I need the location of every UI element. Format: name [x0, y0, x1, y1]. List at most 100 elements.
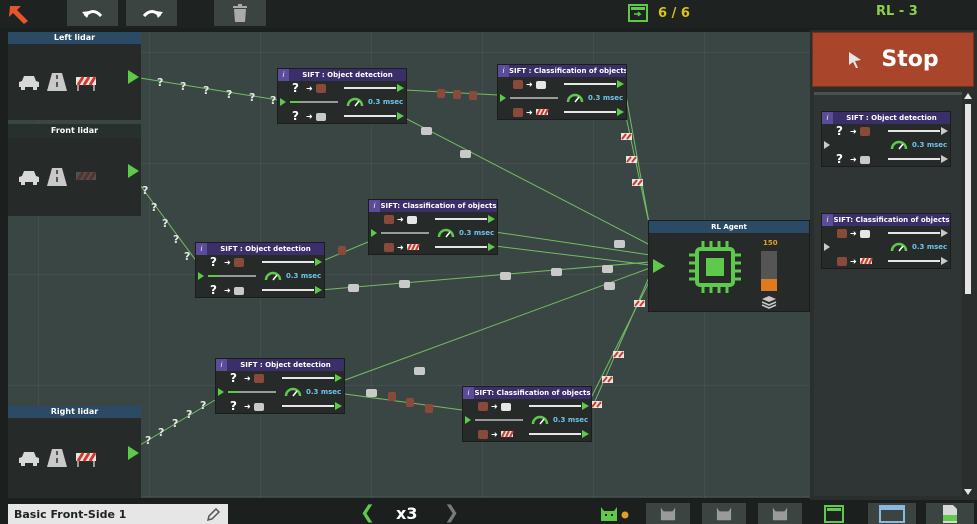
- output-port[interactable]: [128, 70, 139, 84]
- speed-gauge-icon: [264, 271, 282, 281]
- arrow-icon: ➜: [491, 429, 498, 439]
- info-button[interactable]: i: [196, 243, 207, 255]
- output-port[interactable]: [488, 215, 495, 223]
- speed-gauge-icon: [284, 387, 302, 397]
- person-icon: [253, 373, 264, 383]
- output-port[interactable]: [335, 402, 342, 410]
- person-icon: [478, 429, 488, 439]
- file-tab[interactable]: [926, 503, 974, 524]
- chip-tab[interactable]: [816, 503, 852, 524]
- input-port[interactable]: [198, 272, 204, 280]
- input-port: [824, 243, 830, 251]
- output-port[interactable]: [617, 80, 624, 88]
- object-detection-node[interactable]: i SIFT : Object detection ?➜ 0.3 msec ?➜: [195, 242, 325, 298]
- output-port[interactable]: [128, 446, 139, 460]
- car-icon: [406, 215, 417, 224]
- palette-object-detection[interactable]: i SIFT : Object detection ?➜ 0.3 msec ?➜: [821, 111, 951, 167]
- scroll-down-arrow-icon[interactable]: [964, 489, 972, 495]
- output-port[interactable]: [617, 108, 624, 116]
- arrow-icon: ➜: [244, 373, 251, 383]
- pencil-icon[interactable]: [206, 508, 220, 522]
- road-icon: [47, 449, 67, 467]
- processing-time: 0.3 msec: [368, 98, 404, 106]
- robot-icon: [772, 507, 788, 520]
- arrow-icon: ➜: [850, 256, 857, 266]
- sensor-title: Right lidar: [8, 406, 141, 418]
- palette-scrollbar[interactable]: [963, 92, 973, 496]
- robot-slot[interactable]: [646, 503, 690, 524]
- input-port[interactable]: [653, 259, 665, 273]
- output-port[interactable]: [128, 164, 139, 178]
- status-dot-icon: [621, 511, 629, 518]
- undo-button[interactable]: [67, 0, 118, 26]
- robot-icon: [716, 507, 732, 520]
- unknown-label: ?: [292, 109, 299, 123]
- robot-slot-active[interactable]: [592, 503, 636, 524]
- speed-down-chevron-icon[interactable]: ❮: [360, 502, 376, 523]
- classification-node[interactable]: i SIFT: Classification of objects ➜ 0.3 …: [368, 199, 498, 255]
- car-icon: [535, 80, 546, 89]
- output-port[interactable]: [582, 430, 589, 438]
- info-button[interactable]: i: [278, 69, 289, 81]
- scrollbar-thumb[interactable]: [965, 104, 971, 294]
- output-port[interactable]: [397, 112, 404, 120]
- redo-button[interactable]: [126, 0, 177, 26]
- progress-bar: [381, 232, 429, 234]
- info-button[interactable]: i: [498, 65, 509, 77]
- info-button[interactable]: i: [463, 387, 474, 399]
- node-title: SIFT: Classification of objects: [833, 216, 950, 224]
- sensor-right-lidar[interactable]: Right lidar: [8, 406, 141, 498]
- info-button[interactable]: i: [822, 214, 833, 226]
- info-button[interactable]: i: [822, 112, 833, 124]
- arrow-icon: ➜: [526, 107, 533, 117]
- processing-time: 0.3 msec: [912, 141, 948, 149]
- back-button[interactable]: [6, 3, 36, 25]
- object-detection-node[interactable]: i SIFT : Object detection ?➜ 0.3 msec ?➜: [215, 358, 345, 414]
- processing-time: 0.3 msec: [553, 416, 589, 424]
- output-port: [941, 127, 948, 135]
- delete-button[interactable]: [214, 0, 266, 26]
- input-port[interactable]: [371, 229, 377, 237]
- car-icon: [859, 229, 870, 238]
- classification-node[interactable]: i SIFT: Classification of objects ➜ 0.3 …: [462, 386, 592, 442]
- speed-gauge-icon: [566, 93, 584, 103]
- output-port[interactable]: [315, 286, 322, 294]
- progress-bar: [228, 391, 276, 393]
- person-icon: [859, 126, 870, 136]
- top-bar: 6 / 6 RL - 3: [0, 0, 977, 28]
- person-icon: [478, 401, 488, 411]
- input-port[interactable]: [280, 98, 286, 106]
- solution-name-field[interactable]: Basic Front-Side 1: [8, 504, 228, 524]
- output-bar: [888, 158, 940, 160]
- road-icon: [47, 73, 67, 91]
- stop-button[interactable]: Stop: [812, 32, 974, 87]
- output-port[interactable]: [397, 84, 404, 92]
- output-port[interactable]: [582, 402, 589, 410]
- input-port[interactable]: [218, 388, 224, 396]
- speed-up-chevron-icon[interactable]: ❯: [444, 502, 460, 523]
- info-button[interactable]: i: [369, 200, 380, 212]
- sensor-front-lidar[interactable]: Front lidar: [8, 124, 141, 216]
- classification-node[interactable]: i SIFT : Classification of objects ➜ 0.3…: [497, 64, 627, 120]
- output-bar: [888, 130, 940, 132]
- node-title: SIFT : Object detection: [240, 361, 331, 369]
- palette-classification[interactable]: i SIFT: Classification of objects ➜ 0.3 …: [821, 213, 951, 269]
- output-port[interactable]: [315, 258, 322, 266]
- robot-slot[interactable]: [702, 503, 746, 524]
- input-port[interactable]: [465, 416, 471, 424]
- output-port[interactable]: [335, 374, 342, 382]
- scroll-up-arrow-icon[interactable]: [964, 93, 972, 99]
- robot-slot[interactable]: [758, 503, 802, 524]
- chip-slot-icon: [824, 504, 844, 523]
- back-arrow-icon: [9, 6, 28, 24]
- output-port[interactable]: [488, 243, 495, 251]
- input-port[interactable]: [500, 94, 506, 102]
- unknown-label: ?: [230, 399, 237, 413]
- window-tab[interactable]: [868, 503, 916, 524]
- object-detection-node[interactable]: i SIFT : Object detection ?➜ 0.3 msec ?➜: [277, 68, 407, 124]
- info-button[interactable]: i: [216, 359, 227, 371]
- rl-agent-node[interactable]: RL Agent 150: [648, 220, 810, 312]
- output-bar: [282, 377, 334, 379]
- sensor-left-lidar[interactable]: Left lidar: [8, 32, 141, 120]
- output-port: [941, 257, 948, 265]
